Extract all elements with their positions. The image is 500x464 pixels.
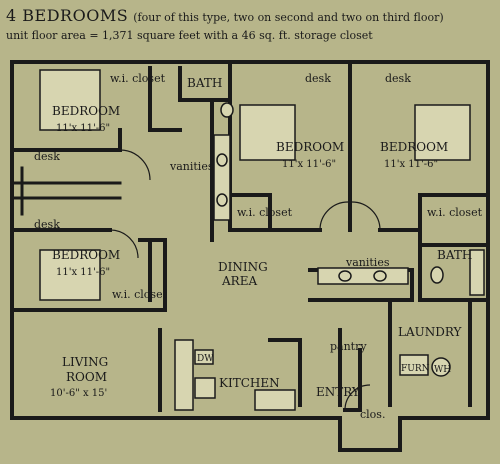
entry-label: ENTRY — [316, 385, 360, 399]
tub-right — [469, 249, 485, 296]
door-swing-2 — [319, 201, 349, 231]
desk-l2-label: desk — [34, 218, 60, 231]
title-text: 4 BEDROOMS — [6, 6, 129, 25]
dw — [194, 349, 214, 365]
bed-c — [239, 104, 296, 161]
living-label-2: ROOM — [66, 370, 107, 384]
bed-sw — [39, 249, 101, 301]
bed-e — [414, 104, 471, 161]
wall-bath-right — [418, 243, 490, 302]
wh-label: WH — [434, 365, 452, 375]
plan-title: 4 BEDROOMS (four of this type, two on se… — [6, 6, 444, 25]
wh — [431, 357, 451, 377]
dw-label: DW — [197, 354, 214, 364]
wall-desk-partition — [10, 166, 122, 216]
wall-wic-c — [228, 193, 272, 232]
sink-3 — [338, 270, 352, 282]
bath-right-label: BATH — [437, 248, 473, 262]
wall-laundry — [388, 298, 472, 407]
area-note: unit floor area = 1,371 square feet with… — [6, 29, 373, 42]
wall-entry — [338, 328, 362, 412]
desk-l1-label: desk — [34, 150, 60, 163]
laundry-label: LAUNDRY — [398, 325, 462, 339]
sink-kitchen — [194, 377, 216, 399]
bedroom-e-dim: 11'x 11'-6" — [384, 159, 439, 170]
bedroom-nw-name: BEDROOM — [52, 104, 121, 118]
bedroom-e-name: BEDROOM — [380, 140, 449, 154]
kitchen-label: KITCHEN — [219, 376, 280, 390]
wall-bedroom-nw — [10, 66, 182, 152]
wic-nw-label: w.i. closet — [110, 72, 165, 85]
bedroom-c-dim: 11'x 11'-6" — [282, 159, 337, 170]
dining-label-2: AREA — [222, 274, 258, 288]
wall-bedroom-sw — [10, 228, 167, 312]
bed-nw — [39, 69, 101, 131]
wall-kitchen — [158, 328, 302, 412]
living-label-1: LIVING — [62, 355, 109, 369]
toilet-top — [220, 102, 234, 118]
wall-wic-e — [418, 193, 490, 232]
range — [254, 389, 296, 411]
sink-4 — [373, 270, 387, 282]
pantry-label: pantry — [330, 340, 367, 353]
toilet-right — [430, 266, 444, 284]
subtitle-text: (four of this type, two on second and tw… — [133, 11, 444, 24]
counter-vanities — [213, 134, 231, 221]
door-swing-1 — [119, 149, 151, 181]
desk-c-label: desk — [305, 72, 331, 85]
wic-c-label: w.i. closet — [237, 206, 292, 219]
door-swing-3 — [351, 201, 381, 231]
vanities-2-label: vanities — [346, 256, 390, 269]
counter-vanities-2 — [317, 267, 409, 285]
exterior-wall — [10, 60, 490, 452]
sink-1 — [216, 153, 228, 167]
sink-2 — [216, 193, 228, 207]
kitchen-counter — [174, 339, 194, 411]
bedroom-c-name: BEDROOM — [276, 140, 345, 154]
furn-label: FURN — [401, 364, 430, 374]
door-swing-4 — [109, 229, 139, 259]
door-swing-5 — [344, 384, 371, 411]
dining-label-1: DINING — [218, 260, 268, 274]
bedroom-sw-name: BEDROOM — [52, 248, 121, 262]
bedroom-sw-dim: 11'x 11'-6" — [56, 267, 111, 278]
bedroom-nw-dim: 11'x 11'-6" — [56, 123, 111, 134]
bath-top-label: BATH — [187, 76, 223, 90]
wic-e-label: w.i. closet — [427, 206, 482, 219]
living-dim: 10'-6" x 15' — [50, 388, 108, 399]
desk-e-label: desk — [385, 72, 411, 85]
vanities-1-label: vanities — [170, 160, 214, 173]
clos-label: clos. — [360, 408, 386, 421]
furn — [399, 354, 429, 376]
wic-sw-label: w.i. closet — [112, 288, 167, 301]
